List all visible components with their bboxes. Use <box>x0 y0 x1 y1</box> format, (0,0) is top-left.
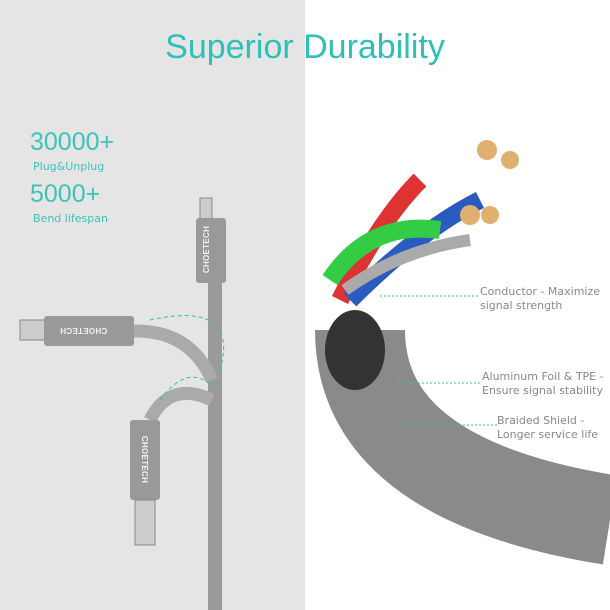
bend-count: 5000+ <box>30 180 101 208</box>
foil-desc: Ensure signal stability <box>482 384 603 397</box>
brand-label-top-connector: CHOETECH <box>202 225 212 274</box>
leader-lines <box>380 295 497 426</box>
foil-label: Aluminum Foil & TPE -Ensure signal stabi… <box>482 370 604 398</box>
copper-strand <box>460 205 480 225</box>
bend-label: Bend lifespan <box>33 212 108 225</box>
aluminum-foil <box>325 310 385 390</box>
connector-bottom <box>130 420 160 500</box>
conductor-desc: signal strength <box>480 299 563 312</box>
bend-arc-lower <box>159 376 216 401</box>
brand-label-left-connector: CHOETECH <box>60 326 108 335</box>
copper-strand <box>501 151 519 169</box>
copper-strand <box>481 206 499 224</box>
brand-label-bottom-connector: CHOETECH <box>140 435 150 484</box>
shield-label: Braided Shield -Longer service life <box>497 414 598 442</box>
usb-c-tip-left <box>19 319 46 341</box>
usb-c-tip-bottom <box>134 499 156 546</box>
bent-cable-left <box>133 324 218 383</box>
plug-label: Plug&Unplug <box>33 160 105 173</box>
bent-cable-lower <box>144 386 215 424</box>
copper-strand <box>477 140 497 160</box>
headline: Superior Durability <box>165 28 445 66</box>
foil-title: Aluminum Foil & TPE - <box>482 370 604 383</box>
connector-left <box>44 316 134 346</box>
green-wire <box>322 219 442 286</box>
usb-c-tip-top <box>199 197 213 221</box>
shield-title: Braided Shield - <box>497 414 585 427</box>
white-wire <box>341 234 471 295</box>
conductor-title: Conductor - Maximize <box>480 285 601 298</box>
connector-top <box>196 218 226 283</box>
shield-desc: Longer service life <box>497 428 599 441</box>
bend-arc-upper <box>149 315 225 371</box>
plug-count: 30000+ <box>30 128 115 156</box>
vertical-braided-cable <box>208 280 222 610</box>
